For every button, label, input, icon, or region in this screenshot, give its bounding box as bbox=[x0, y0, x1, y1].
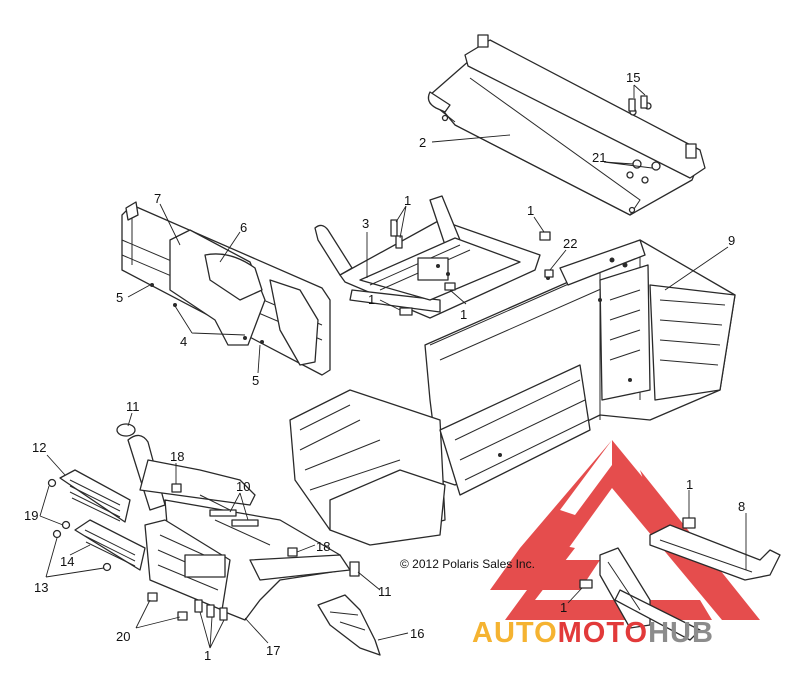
copyright-text: © 2012 Polaris Sales Inc. bbox=[400, 557, 535, 571]
callout-18-lower: 18 bbox=[316, 539, 330, 554]
grommet-11-icon bbox=[116, 423, 360, 577]
bolt-15-icon bbox=[628, 95, 648, 112]
bolt-1-icon bbox=[194, 219, 593, 621]
part-16-skid-plate bbox=[317, 594, 381, 656]
callout-7: 7 bbox=[154, 191, 161, 206]
callout-20: 20 bbox=[116, 629, 130, 644]
part-12-upper-grille bbox=[59, 469, 131, 523]
leader-lines bbox=[39, 84, 747, 649]
callout-1-bottom: 1 bbox=[204, 648, 211, 663]
part-7-front-frame bbox=[121, 201, 331, 376]
watermark-word-moto: MOTO bbox=[558, 617, 648, 649]
callout-16: 16 bbox=[410, 626, 424, 641]
fasteners bbox=[47, 95, 661, 621]
callout-8: 8 bbox=[738, 499, 745, 514]
bolt-20-icon bbox=[147, 592, 188, 621]
svg-text:AUTOMOTOHUB: AUTOMOTOHUB bbox=[472, 617, 714, 649]
part-2-cargo-rail bbox=[427, 34, 706, 216]
callout-1-top-center: 1 bbox=[404, 193, 411, 208]
callout-22: 22 bbox=[563, 236, 577, 251]
callout-5-bottom: 5 bbox=[252, 373, 259, 388]
bolt-10-icon bbox=[209, 509, 259, 527]
callout-14: 14 bbox=[60, 554, 74, 569]
callout-13: 13 bbox=[34, 580, 48, 595]
callout-labels: 15 2 21 7 6 3 1 1 22 9 5 1 1 4 5 11 12 1… bbox=[24, 70, 745, 663]
callout-5-left: 5 bbox=[116, 290, 123, 305]
part-9-main-chassis bbox=[289, 239, 736, 546]
watermark-word-auto: AUTO bbox=[472, 617, 558, 649]
nut-22-icon bbox=[544, 269, 554, 278]
callout-11-upper: 11 bbox=[126, 399, 140, 414]
callout-1-top-right: 1 bbox=[527, 203, 534, 218]
part-17-front-bumper bbox=[127, 434, 351, 621]
callout-1-right: 1 bbox=[686, 477, 693, 492]
callout-4: 4 bbox=[180, 334, 187, 349]
callout-18-upper: 18 bbox=[170, 449, 184, 464]
watermark-triangle-icon bbox=[490, 440, 760, 620]
callout-15: 15 bbox=[626, 70, 640, 85]
callout-17: 17 bbox=[266, 643, 280, 658]
callout-1-center: 1 bbox=[460, 307, 467, 322]
callout-19: 19 bbox=[24, 508, 38, 523]
callout-11-lower: 11 bbox=[378, 584, 392, 599]
callout-1-bottom-right: 1 bbox=[560, 600, 567, 615]
callout-12: 12 bbox=[32, 440, 46, 455]
screw-19-icon bbox=[47, 478, 71, 530]
callout-6: 6 bbox=[240, 220, 247, 235]
callout-3: 3 bbox=[362, 216, 369, 231]
callout-21: 21 bbox=[592, 150, 606, 165]
watermark-text: AUTOMOTOHUB bbox=[472, 617, 714, 649]
watermark-logo bbox=[490, 440, 760, 620]
part-3-seat-bracket bbox=[314, 195, 541, 319]
watermark-word-hub: HUB bbox=[648, 617, 714, 649]
callout-1-center-left: 1 bbox=[368, 292, 375, 307]
part-8-rear-bar bbox=[599, 517, 781, 641]
part-14-lower-grille bbox=[74, 519, 146, 571]
callout-2: 2 bbox=[419, 135, 426, 150]
screw-13-icon bbox=[52, 529, 112, 572]
callout-9: 9 bbox=[728, 233, 735, 248]
callout-10: 10 bbox=[236, 479, 250, 494]
